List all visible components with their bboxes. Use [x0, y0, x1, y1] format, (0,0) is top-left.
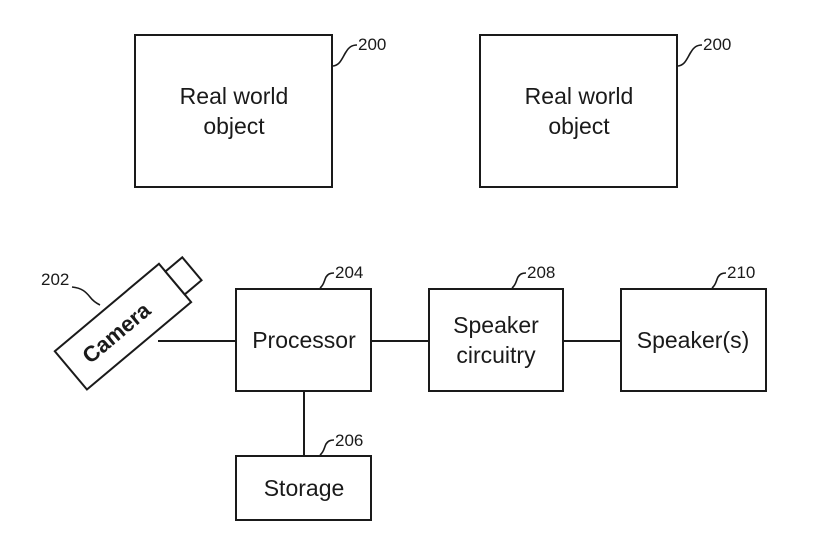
speaker-circuitry-ref-leader [511, 272, 527, 289]
storage-box [235, 455, 372, 521]
speakers-label: Speaker(s) [637, 327, 749, 353]
speakers: Speaker(s) 210 [620, 263, 767, 392]
real-world-object-2-label-line2: object [548, 113, 610, 139]
camera-lens [163, 255, 203, 296]
storage-label: Storage [264, 475, 345, 501]
speakers-ref: 210 [727, 263, 755, 282]
real-world-object-1-label-line1: Real world [180, 83, 289, 109]
real-world-object-2: Real world object 200 [479, 34, 731, 188]
processor: Processor 204 [235, 263, 372, 392]
storage-ref-leader [319, 439, 335, 456]
speakers-ref-leader [711, 272, 727, 289]
speaker-circuitry-box [428, 288, 564, 392]
real-world-object-2-ref: 200 [703, 35, 731, 54]
processor-box [235, 288, 372, 392]
real-world-object-1: Real world object 200 [134, 34, 386, 188]
real-world-object-1-box [134, 34, 333, 188]
storage-ref: 206 [335, 431, 363, 450]
real-world-object-1-ref: 200 [358, 35, 386, 54]
storage: Storage 206 [235, 431, 372, 521]
camera-ref-leader [71, 286, 101, 306]
speakers-box [620, 288, 767, 392]
speaker-circuitry-ref: 208 [527, 263, 555, 282]
real-world-object-2-ref-leader [676, 44, 703, 67]
real-world-object-2-box [479, 34, 678, 188]
camera: Camera 202 [41, 255, 203, 391]
real-world-object-1-label-line2: object [203, 113, 265, 139]
real-world-object-1-ref-leader [331, 44, 358, 67]
speaker-circuitry: Speaker circuitry 208 [428, 263, 564, 392]
speaker-circuitry-label-line1: Speaker [453, 312, 539, 338]
real-world-object-2-label-line1: Real world [525, 83, 634, 109]
processor-label: Processor [252, 327, 356, 353]
camera-ref: 202 [41, 270, 69, 289]
speaker-circuitry-label-line2: circuitry [456, 342, 536, 368]
processor-ref-leader [319, 272, 335, 289]
processor-ref: 204 [335, 263, 363, 282]
